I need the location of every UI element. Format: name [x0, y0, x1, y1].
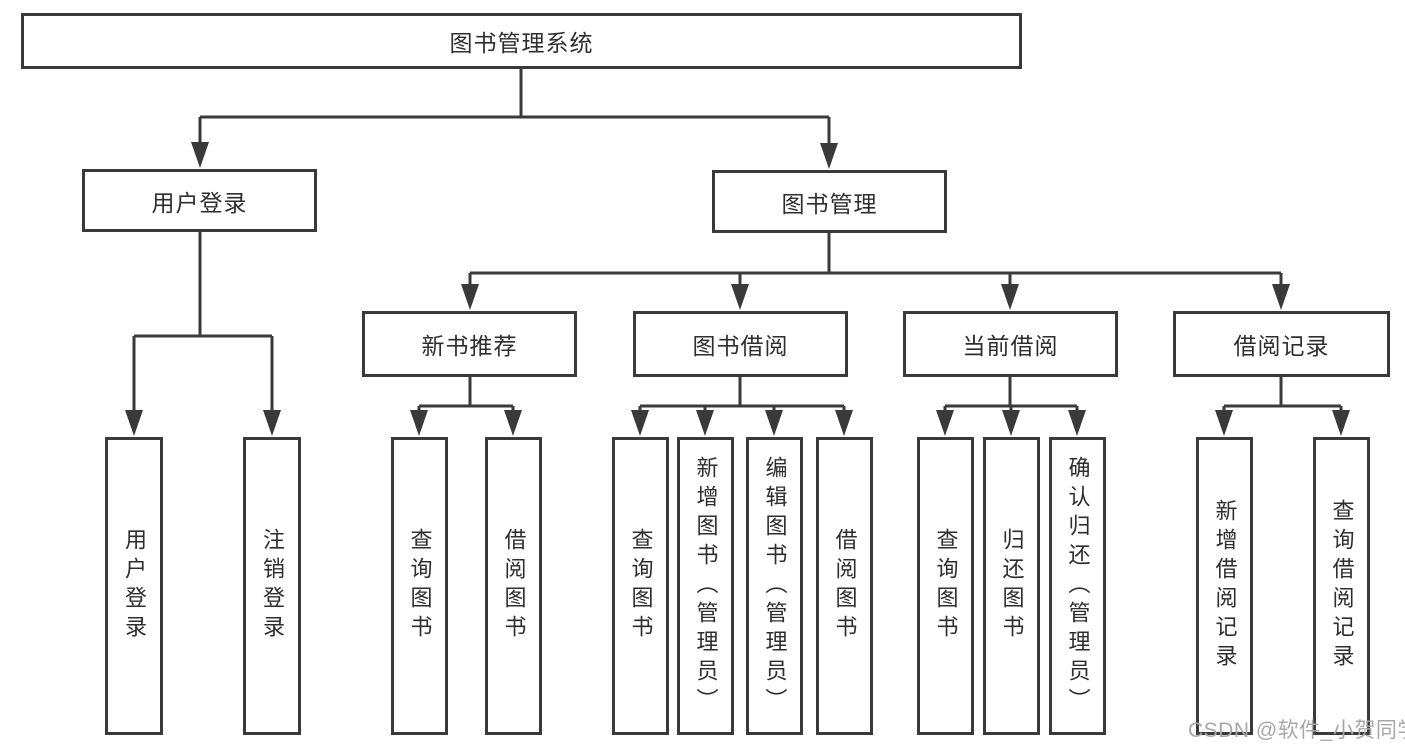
node-current-borrow: 当前借阅: [903, 311, 1118, 377]
node-new-book-recommend: 新书推荐: [362, 311, 577, 377]
arrowhead: [765, 410, 783, 436]
leaf-add-borrow-record: 新增借阅记录: [1196, 437, 1253, 735]
arrowhead: [1002, 410, 1020, 436]
arrowhead: [125, 410, 143, 436]
node-book-borrow: 图书借阅: [633, 311, 848, 377]
arrowhead: [731, 284, 749, 310]
leaf-edit-books-admin: 编辑图书（管理员）: [746, 437, 803, 735]
leaf-confirm-return-admin: 确认归还（管理员）: [1049, 437, 1106, 735]
arrowhead: [631, 410, 649, 436]
arrowhead: [1215, 410, 1233, 436]
leaf-logout: 注销登录: [243, 437, 301, 735]
arrowhead: [263, 410, 281, 436]
csdn-watermark: CSDN @软件_小贺同学: [1188, 719, 1405, 742]
arrowhead: [461, 284, 479, 310]
arrowhead: [1068, 410, 1086, 436]
node-user-login: 用户登录: [82, 169, 317, 232]
leaf-add-books-admin: 新增图书（管理员）: [677, 437, 734, 735]
arrowhead: [1001, 284, 1019, 310]
arrowhead: [1332, 410, 1350, 436]
arrowhead: [696, 410, 714, 436]
arrowhead: [936, 410, 954, 436]
arrowhead: [820, 143, 838, 169]
arrowhead: [835, 410, 853, 436]
node-book-management: 图书管理: [712, 170, 947, 233]
node-borrow-records: 借阅记录: [1173, 311, 1390, 377]
arrowhead: [191, 142, 209, 168]
arrowhead: [504, 410, 522, 436]
node-root-system: 图书管理系统: [21, 13, 1022, 69]
arrowhead: [1272, 284, 1290, 310]
leaf-query-books-current: 查询图书: [917, 437, 974, 735]
leaf-query-books-borrow: 查询图书: [612, 437, 669, 735]
leaf-query-books-recommend: 查询图书: [391, 437, 448, 735]
leaf-borrow-books-recommend: 借阅图书: [485, 437, 542, 735]
leaf-borrow-books: 借阅图书: [816, 437, 873, 735]
leaf-return-books: 归还图书: [983, 437, 1040, 735]
arrowhead: [410, 410, 428, 436]
leaf-user-login: 用户登录: [105, 437, 163, 735]
leaf-query-borrow-record: 查询借阅记录: [1313, 437, 1370, 735]
